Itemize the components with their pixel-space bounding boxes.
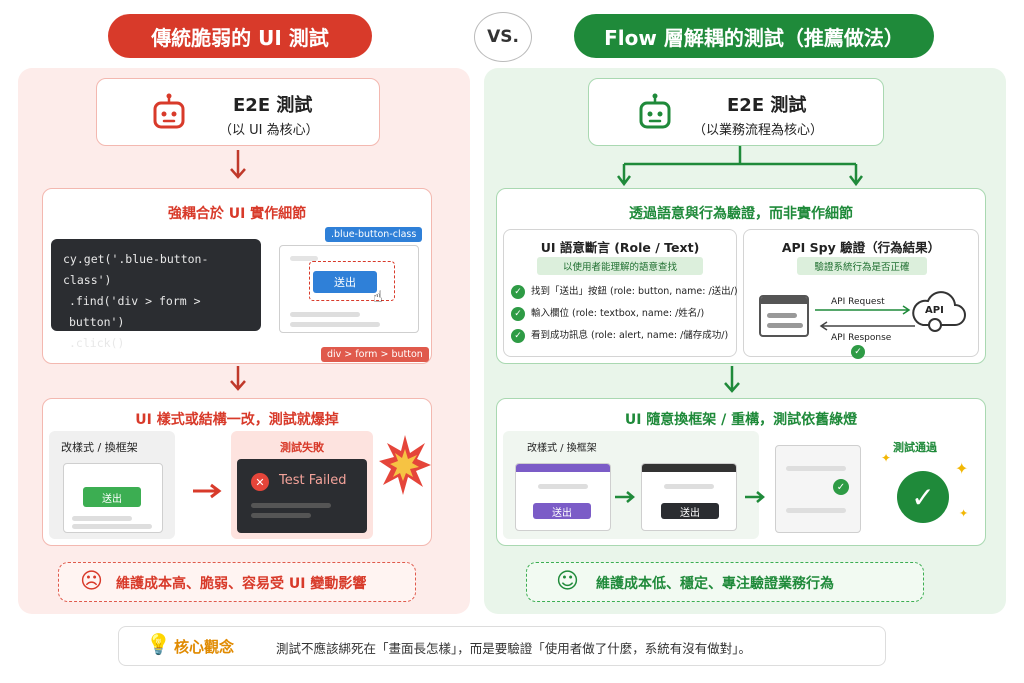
- left-section2: UI 樣式或結構一改，測試就爆掉 改樣式 / 換框架 送出 測試失敗 ✕ Tes…: [42, 398, 432, 546]
- check-icon: ✓: [511, 284, 525, 299]
- mock-window-dark: [641, 463, 737, 531]
- footer-text: 測試不應該綁死在「畫面長怎樣」，而是要驗證「使用者做了什麼，系統有沒有做對」。: [276, 641, 752, 656]
- sparkle-icon: ✦: [881, 451, 892, 465]
- api-label: API: [925, 305, 944, 316]
- right-section1: 透過語意與行為驗證，而非實作細節 UI 語意斷言 (Role / Text) 以…: [496, 188, 986, 364]
- semantic-sub: 以使用者能理解的語意查找: [537, 257, 703, 275]
- sparkle-icon: ✦: [959, 507, 969, 520]
- browser-icon: [759, 295, 809, 337]
- semantic-item-3: ✓看到成功訊息 (role: alert, name: /儲存成功/): [511, 327, 728, 343]
- left-bottom-text: 維護成本高、脆弱、容易受 UI 變動影響: [116, 576, 367, 592]
- pass-check-icon: ✓: [897, 471, 949, 523]
- close-icon: ✕: [251, 473, 269, 491]
- check-icon: ✓: [833, 479, 849, 495]
- right-e2e-sub: （以業務流程為核心）: [693, 123, 824, 138]
- left-bottom-banner: [58, 562, 416, 602]
- change-label: 改樣式 / 換框架: [527, 443, 597, 454]
- api-sub: 驗證系統行為是否正確: [797, 257, 927, 275]
- footer-box: [118, 626, 886, 666]
- pass-label: 測試通過: [893, 441, 937, 454]
- check-icon: ✓: [851, 345, 865, 359]
- left-title-pill: 傳統脆弱的 UI 測試: [108, 14, 372, 58]
- check-icon: ✓: [511, 306, 525, 321]
- code-line-1: cy.get('.blue-button-class'): [63, 252, 209, 287]
- lightbulb-icon: 💡: [146, 632, 171, 656]
- semantic-item-1: ✓找到「送出」按鈕 (role: button, name: /送出/): [511, 283, 738, 299]
- semantic-card: [503, 229, 737, 357]
- class-tag: .blue-button-class: [325, 227, 423, 242]
- cursor-hand-icon: ☝: [373, 287, 383, 306]
- right-bottom-banner: [526, 562, 924, 602]
- semantic-title: UI 語意斷言 (Role / Text): [540, 240, 700, 255]
- cloud-gear-icon: [912, 291, 966, 332]
- code-line-2: .find('div > form > button'): [69, 294, 201, 329]
- code-line-3: .click(): [69, 336, 125, 350]
- right-e2e-card: E2E 測試 （以業務流程為核心）: [588, 78, 884, 146]
- arrow-down-icon: [230, 150, 246, 179]
- left-section2-title: UI 樣式或結構一改，測試就爆掉: [135, 412, 339, 428]
- arrow-right-icon: [745, 491, 765, 503]
- send-button-purple[interactable]: 送出: [533, 503, 591, 519]
- dashed-highlight: [309, 261, 395, 301]
- fail-window: [237, 459, 367, 533]
- left-e2e-card: E2E 測試 （以 UI 為核心）: [96, 78, 380, 146]
- branch-arrow-icon: [617, 146, 863, 187]
- arrow-right-icon: [815, 305, 911, 315]
- api-title: API Spy 驗證（行為結果）: [781, 240, 941, 255]
- footer-label: 核心觀念: [174, 638, 235, 656]
- robot-icon: [639, 93, 671, 129]
- sparkle-icon: ✦: [955, 459, 969, 478]
- mock-window-small: [63, 463, 163, 533]
- mock-window-purple: [515, 463, 611, 531]
- arrow-down-icon: [230, 366, 246, 391]
- right-section1-title: 透過語意與行為驗證，而非實作細節: [629, 206, 853, 222]
- api-response-label: API Response: [831, 333, 892, 343]
- code-block: cy.get('.blue-button-class') .find('div …: [51, 239, 261, 350]
- check-icon: ✓: [511, 328, 525, 343]
- semantic-item-2: ✓輸入欄位 (role: textbox, name: /姓名/): [511, 305, 704, 321]
- api-request-label: API Request: [831, 297, 885, 307]
- arrow-left-icon: [819, 321, 915, 331]
- change-label: 改樣式 / 換框架: [61, 441, 138, 454]
- left-e2e-title: E2E 測試: [233, 95, 313, 116]
- right-section2-title: UI 隨意換框架 / 重構，測試依舊綠燈: [624, 412, 858, 428]
- arrow-right-icon: [615, 491, 635, 503]
- vs-badge: VS.: [474, 12, 532, 62]
- fail-text: Test Failed: [279, 473, 347, 488]
- arrow-right-icon: [193, 483, 222, 499]
- left-section1-title: 強耦合於 UI 實作細節: [167, 206, 307, 222]
- left-e2e-sub: （以 UI 為核心）: [219, 123, 319, 138]
- send-button-green[interactable]: 送出: [83, 487, 141, 507]
- sad-face-icon: ☹: [80, 569, 103, 594]
- right-e2e-title: E2E 測試: [727, 95, 807, 116]
- send-button-dark[interactable]: 送出: [661, 503, 719, 519]
- smile-face-icon: ☺: [556, 569, 579, 594]
- arrow-down-icon: [724, 366, 740, 393]
- explosion-icon: [379, 435, 431, 495]
- send-button[interactable]: 送出: [313, 271, 377, 293]
- right-title-pill: Flow 層解耦的測試（推薦做法）: [574, 14, 934, 58]
- right-section2: UI 隨意換框架 / 重構，測試依舊綠燈 改樣式 / 換框架 送出 送出 ✓ 測…: [496, 398, 986, 546]
- left-section1: 強耦合於 UI 實作細節 cy.get('.blue-button-class'…: [42, 188, 432, 364]
- selector-tag: div > form > button: [321, 347, 429, 362]
- right-bottom-text: 維護成本低、穩定、專注驗證業務行為: [596, 576, 834, 592]
- robot-icon: [153, 93, 185, 129]
- fail-label: 測試失敗: [280, 441, 324, 454]
